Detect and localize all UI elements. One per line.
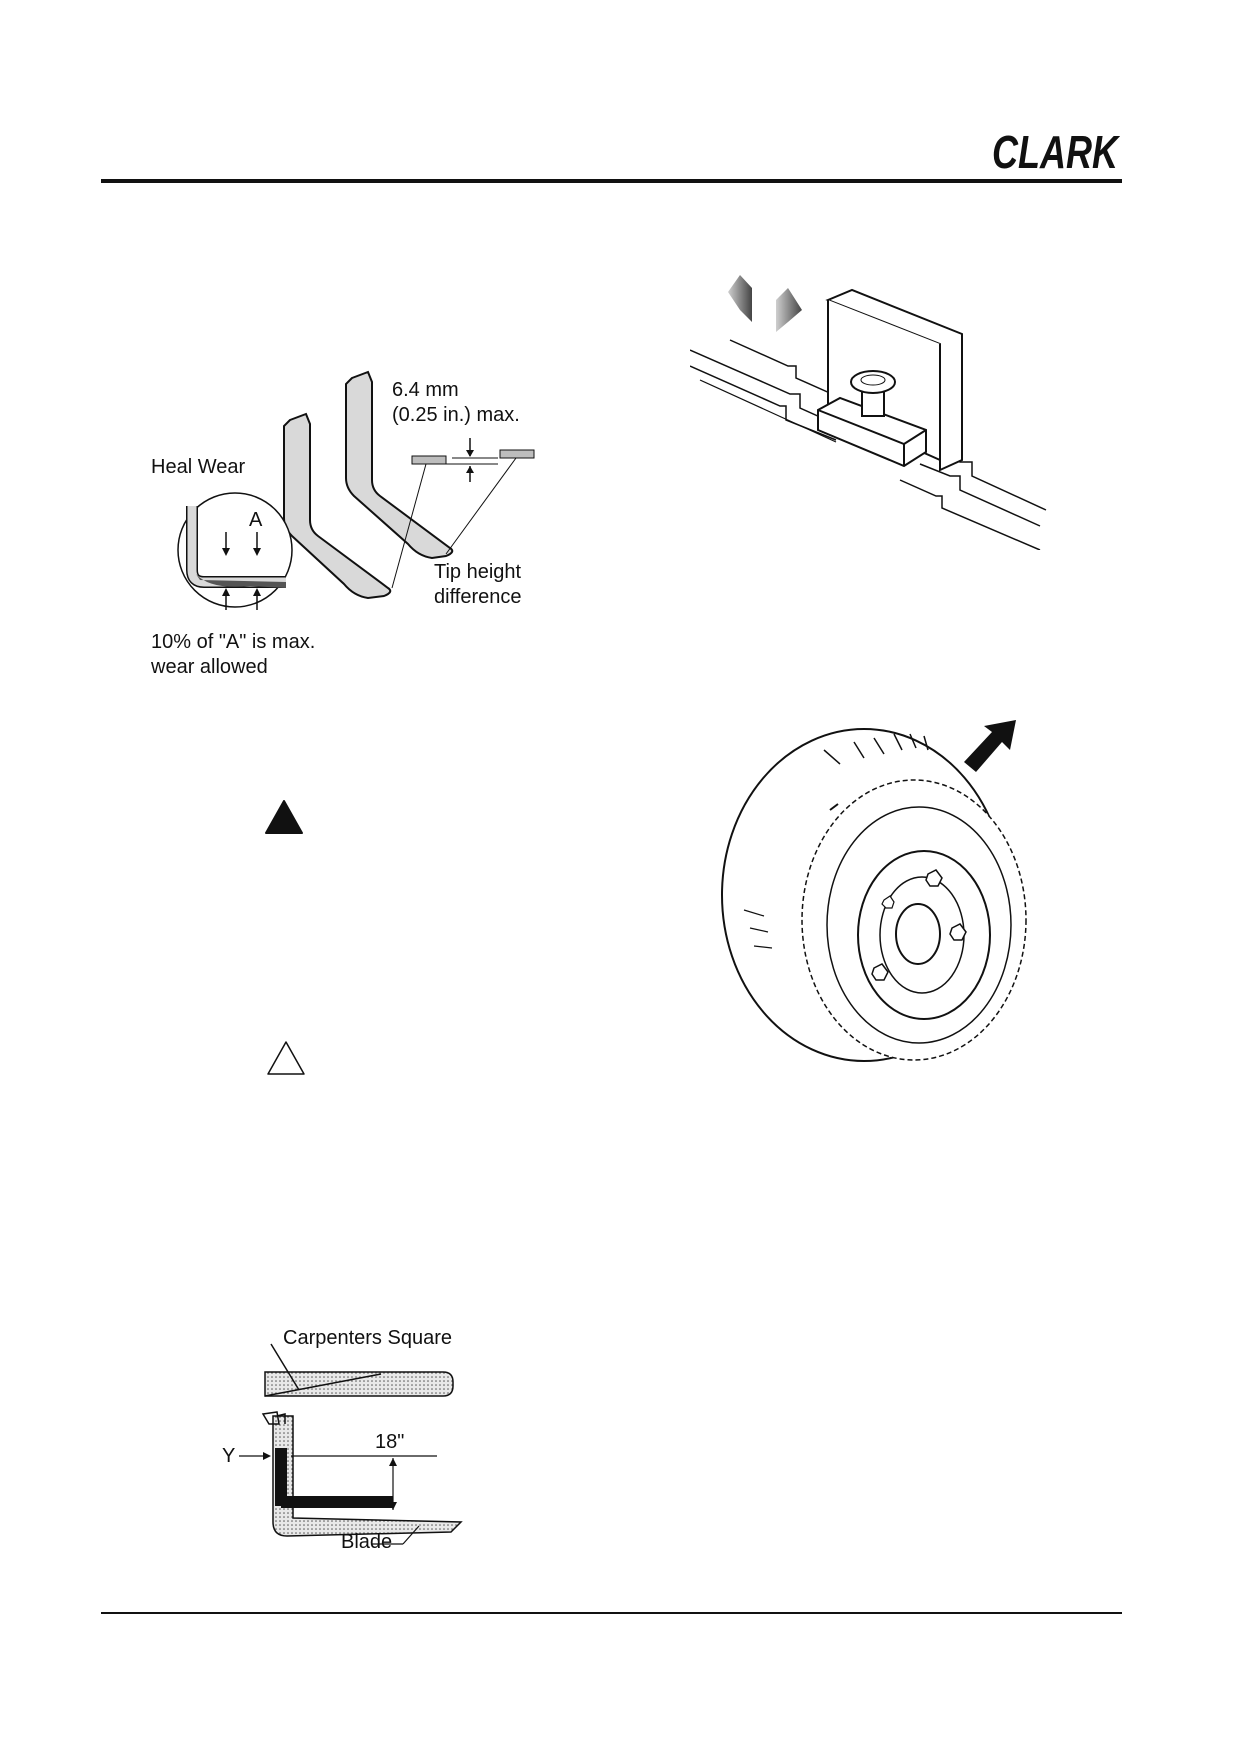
- fork-blade-dark: [281, 1496, 393, 1508]
- fork-blade: [272, 1415, 463, 1537]
- tip-pad-left: [411, 455, 447, 465]
- max-label-line1: 6.4 mm: [392, 379, 459, 401]
- caution-warning-icon: [267, 1041, 305, 1075]
- tire-figure: [714, 720, 1064, 1080]
- lock-pin-head: [850, 370, 896, 394]
- carpenters-square-drawing: [239, 1343, 463, 1545]
- blade-label: Blade: [341, 1531, 393, 1553]
- wear-allowed-line2: wear allowed: [151, 656, 268, 678]
- tip-height-label-line1: Tip height: [434, 561, 522, 583]
- fork-shank-dark: [275, 1448, 287, 1506]
- carpenters-square-figure: Carpenters Square Y 18" Blade: [215, 1320, 475, 1560]
- danger-warning-icon: [265, 800, 303, 834]
- carpenters-square: [264, 1371, 454, 1397]
- wheel-hub: [895, 903, 941, 965]
- wear-allowed-line1: 10% of "A" is max.: [151, 631, 316, 653]
- eighteen-inch-label: 18": [375, 1431, 405, 1453]
- max-label-line2: (0.25 in.) max.: [392, 404, 520, 426]
- motion-arrow-right-icon: [776, 288, 802, 332]
- clark-logo-text: CLARK: [992, 128, 1120, 174]
- heal-wear-label: Heal Wear: [151, 456, 246, 478]
- tip-pad-right: [499, 449, 535, 459]
- lug-nut: [925, 869, 943, 887]
- y-label: Y: [222, 1445, 236, 1467]
- fork-lock-pin-figure: [689, 270, 1060, 551]
- header-rule: [101, 179, 1122, 183]
- tip-height-label-line2: difference: [434, 586, 522, 608]
- carpenters-square-label: Carpenters Square: [283, 1327, 452, 1349]
- damage-pointer-arrow-icon: [964, 720, 1016, 772]
- rear-fork: [345, 370, 454, 560]
- tire-drawing: [721, 720, 1027, 1062]
- fork-wear-drawing: [177, 370, 535, 610]
- fork-lock-pin-drawing: [689, 275, 1047, 551]
- fork-wear-figure: 6.4 mm (0.25 in.) max. Heal Wear A Tip h…: [140, 360, 560, 680]
- a-label: A: [249, 509, 263, 531]
- clark-logo: CLARK: [992, 128, 1120, 174]
- footer-rule: [101, 1612, 1122, 1614]
- motion-arrow-left-icon: [728, 275, 752, 322]
